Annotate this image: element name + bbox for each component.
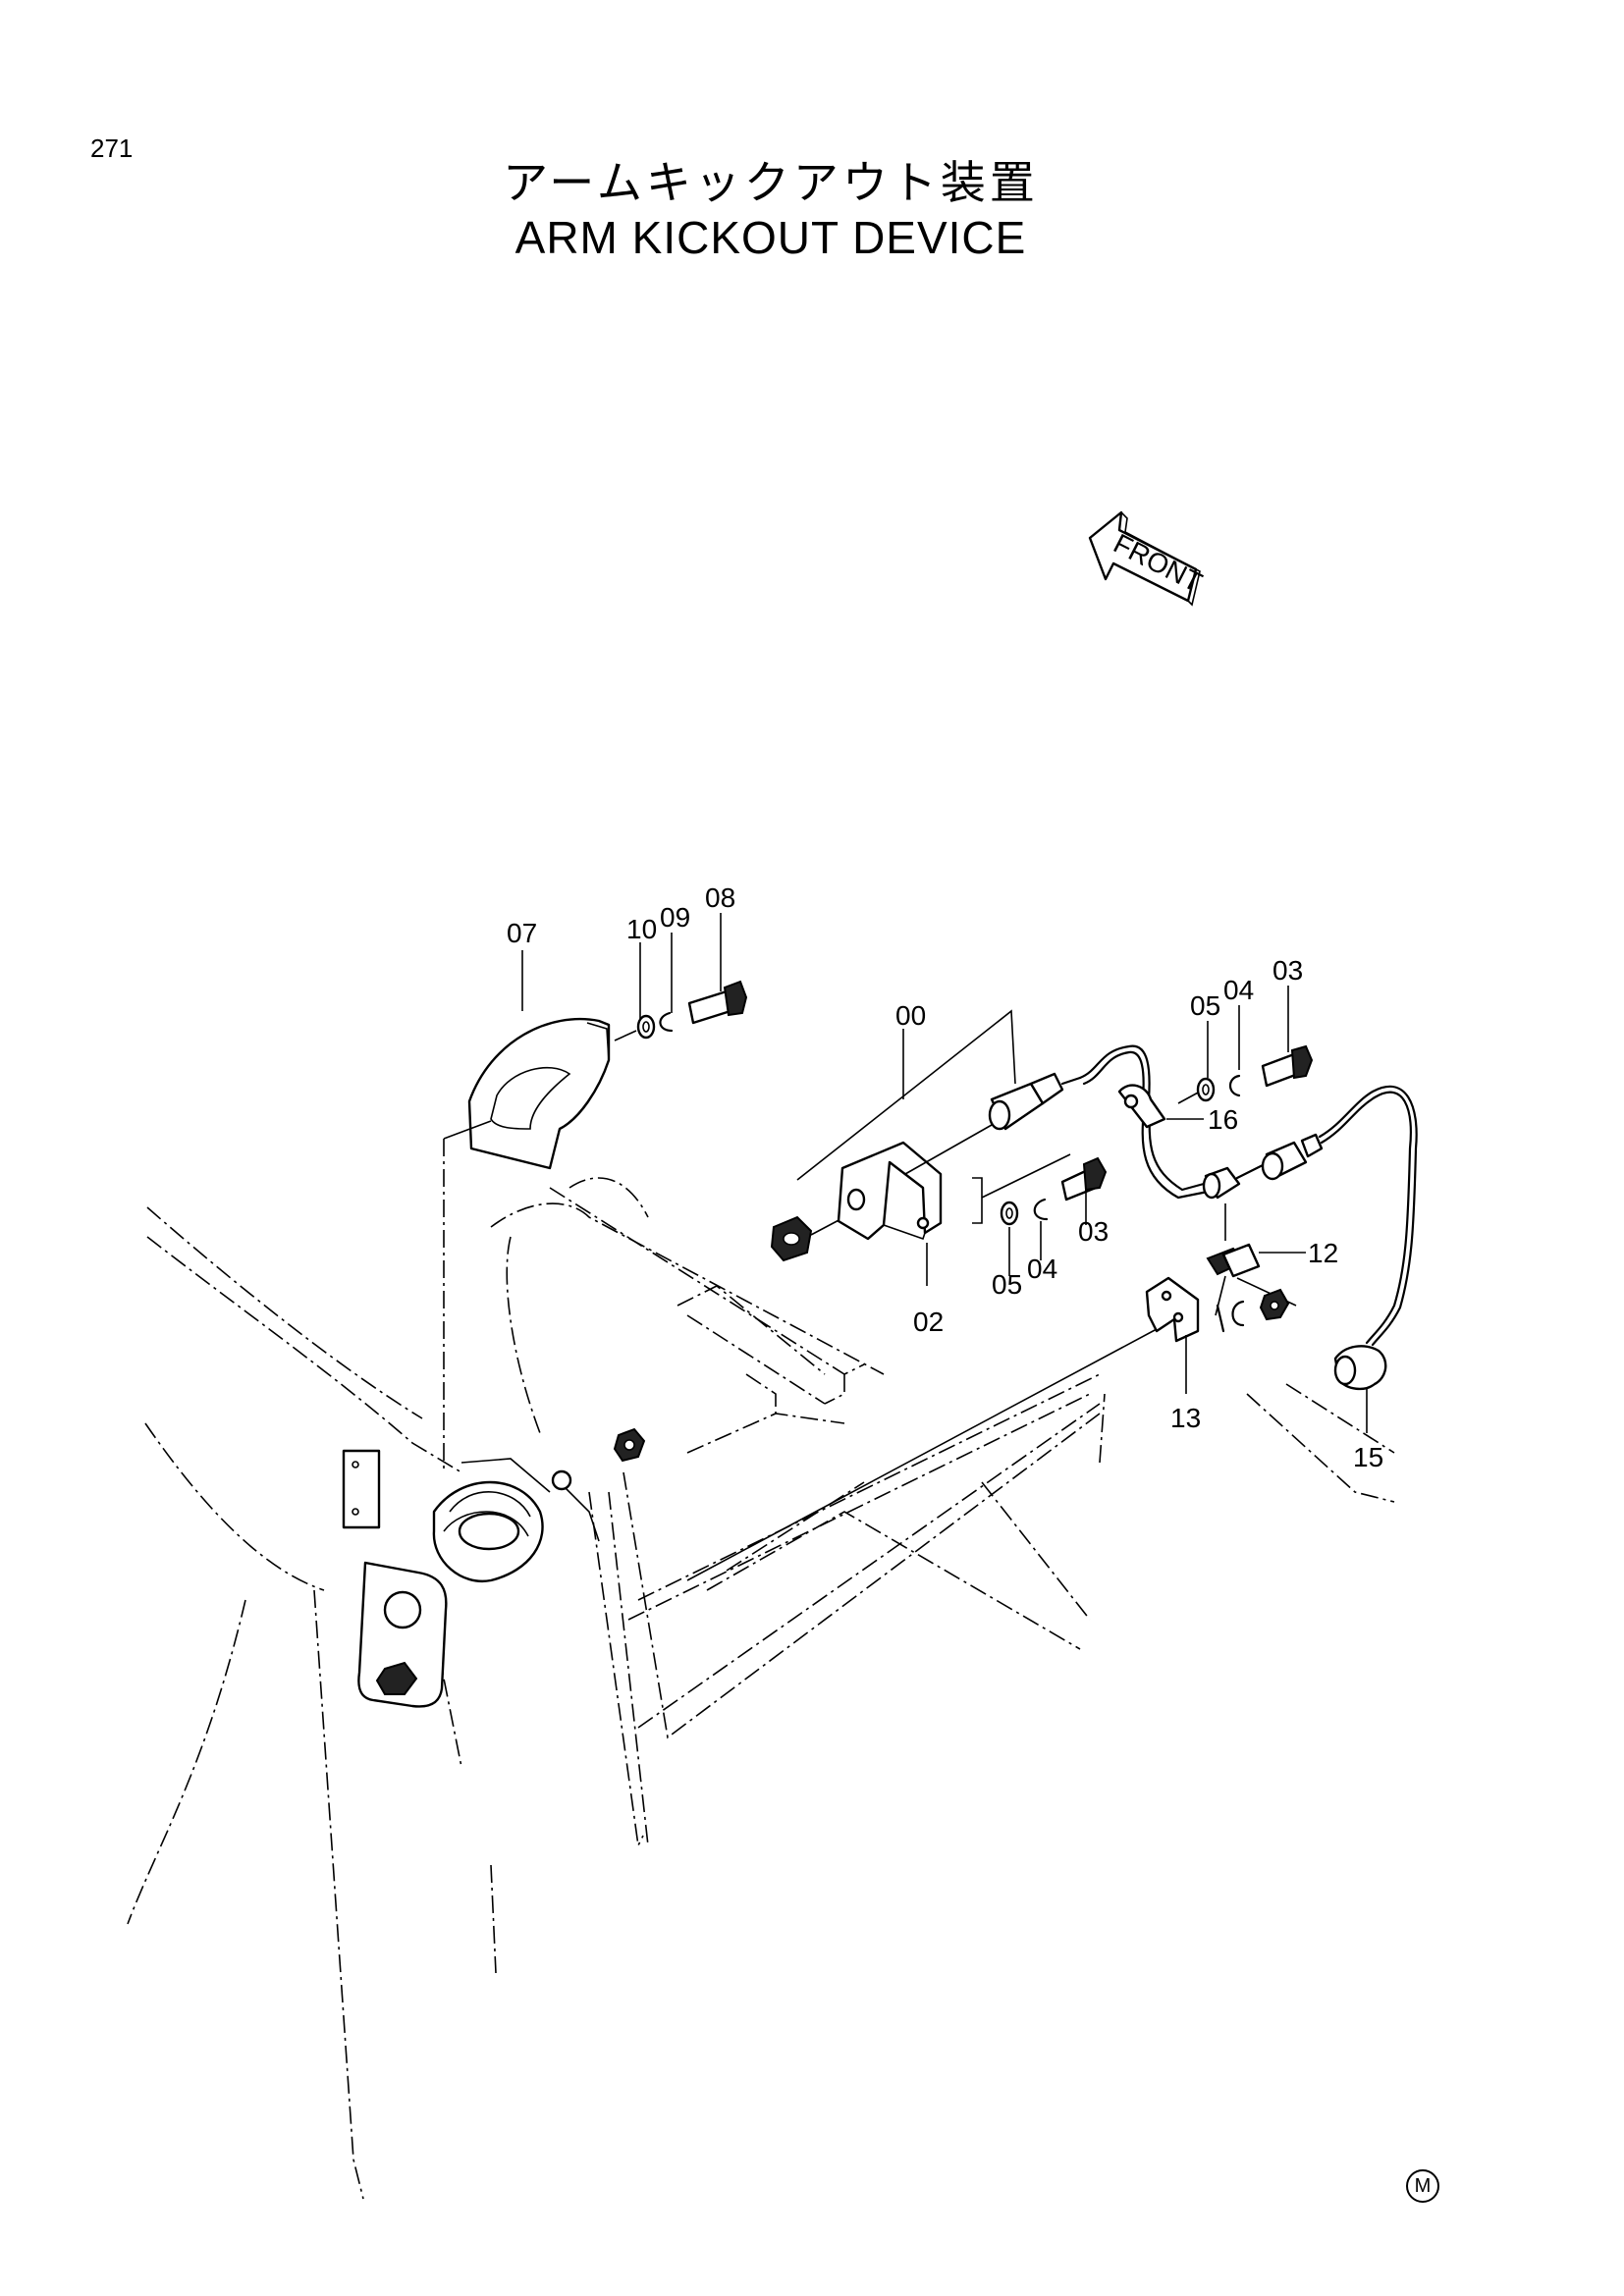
part-16-clip xyxy=(1117,986,1314,1129)
parts-10-09-08 xyxy=(614,913,748,1041)
part-07-cam xyxy=(443,950,611,1472)
title-english: ARM KICKOUT DEVICE xyxy=(514,212,1027,263)
callout-03-lower: 03 xyxy=(1078,1216,1109,1247)
callout-16: 16 xyxy=(1208,1104,1238,1135)
title-japanese: アームキックアウト装置 xyxy=(503,156,1039,209)
callout-00: 00 xyxy=(895,1000,926,1031)
part-15-sensor-cable xyxy=(1235,1085,1418,1433)
callout-05-lower: 05 xyxy=(992,1269,1022,1300)
parts-05-04-03-lower xyxy=(972,1153,1108,1276)
callout-10: 10 xyxy=(626,914,657,944)
front-arrow: FRONT xyxy=(1088,510,1207,607)
callout-03-upper: 03 xyxy=(1272,955,1303,986)
arm-structure xyxy=(127,1177,1395,2200)
callout-02: 02 xyxy=(913,1307,944,1337)
callout-09: 09 xyxy=(660,902,690,933)
callout-labels: 00 02 03 03 04 04 05 05 07 08 09 10 12 1… xyxy=(507,882,1383,1472)
callout-05-upper: 05 xyxy=(1190,990,1220,1021)
callout-04-lower: 04 xyxy=(1027,1254,1057,1284)
title-block: アームキックアウト装置 ARM KICKOUT DEVICE xyxy=(0,155,1542,265)
callout-15: 15 xyxy=(1353,1442,1383,1472)
callout-04-upper: 04 xyxy=(1223,975,1254,1005)
callout-12: 12 xyxy=(1308,1238,1338,1268)
callout-08: 08 xyxy=(705,882,735,913)
callout-07: 07 xyxy=(507,918,537,948)
part-00-switch-assembly xyxy=(686,1009,1306,1581)
callout-13: 13 xyxy=(1170,1403,1201,1433)
page-number: 271 xyxy=(90,133,134,163)
footer-mark: M xyxy=(1406,2169,1439,2203)
